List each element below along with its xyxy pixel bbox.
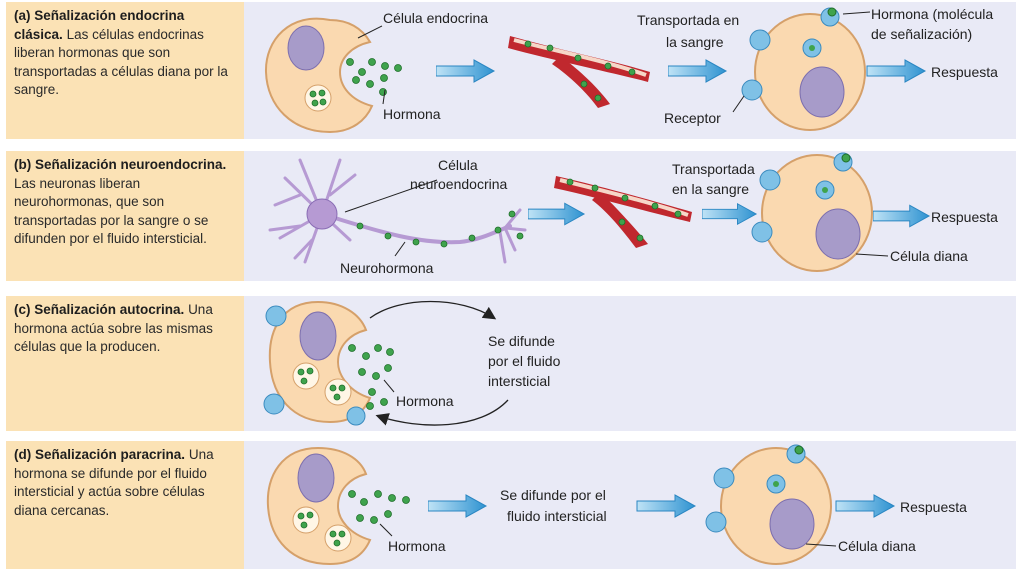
target-nucleus-b: [815, 208, 861, 260]
arrow-b3: [873, 204, 930, 228]
panel-b-title: (b) Señalización neuroendocrina.: [14, 157, 227, 172]
neuron: [268, 158, 527, 264]
label-diffuse-d: Se difunde por el: [500, 487, 606, 503]
endocrine-nucleus: [287, 25, 325, 71]
label-diffuse-c-3: intersticial: [488, 373, 550, 389]
panel-b-graphics: Célula neuroendocrina Neurohormona Trans…: [268, 152, 998, 276]
receptor-icon: [705, 511, 727, 533]
label-receptor: Receptor: [664, 110, 721, 126]
vesicle: [304, 84, 332, 112]
label-diffuse-d-2: fluido intersticial: [507, 508, 607, 524]
autocrine-nucleus: [299, 311, 337, 361]
arrow-b2: [702, 203, 757, 225]
target-cell-b: [761, 154, 873, 272]
panel-a-body: Las células endocrinas liberan hormonas …: [14, 26, 228, 98]
panel-b-description: (b) Señalización neuroendocrina. Las neu…: [6, 151, 244, 281]
vessel-hormones-a: [524, 40, 636, 102]
receptor-icon: [346, 406, 366, 426]
label-hormone-c: Hormona: [396, 393, 454, 409]
panel-c-title: (c) Señalización autocrina.: [14, 302, 185, 317]
arrow-a1: [436, 59, 495, 83]
paracrine-vesicle-hormones: [297, 511, 346, 547]
arrow-d1: [428, 494, 487, 518]
receptor-icon: [759, 169, 781, 191]
label-hormone-molecule: Hormona (molécula: [871, 6, 993, 22]
label-diffuse-c: Se difunde: [488, 333, 555, 349]
receptor-icon: [749, 29, 771, 51]
panel-d-graphics: Hormona Se difunde por el fluido interst…: [266, 444, 967, 566]
panel-a-graphics: Célula endocrina Hormona Transportada en…: [264, 6, 998, 134]
receptor-icon: [263, 393, 285, 415]
label-neurohormone: Neurohormona: [340, 260, 434, 276]
target-cell-d: [720, 447, 832, 565]
vessel-hormones-b: [566, 178, 682, 242]
panel-c-body: Una hormona actúa sobre las mismas célul…: [14, 302, 213, 354]
label-transport-a: Transportada en: [637, 12, 739, 28]
label-transport-b: Transportada: [672, 161, 755, 177]
label-transport-b-2: en la sangre: [672, 181, 749, 197]
label-hormone-a: Hormona: [383, 106, 441, 122]
receptor-icon: [713, 467, 735, 489]
arrow-d2: [636, 494, 696, 518]
panel-c-graphics: Se difunde por el fluido intersticial Ho…: [263, 300, 561, 426]
arrow-d3: [835, 494, 895, 518]
neuron-soma: [306, 198, 338, 230]
autocrine-hormones: [348, 344, 394, 410]
autocrine-arrow-back: [375, 399, 509, 426]
label-endocrine-cell: Célula endocrina: [383, 10, 488, 26]
autocrine-arrow-out: [369, 300, 497, 320]
label-hormone-molecule-2: de señalización): [871, 26, 972, 42]
panel-c: (c) Señalización autocrina. Una hormona …: [6, 296, 1016, 431]
arrow-b1: [528, 202, 585, 226]
axon-hormones: [356, 210, 524, 248]
label-target-cell-d: Célula diana: [838, 538, 916, 554]
label-neuroendocrine-cell-2: neuroendocrina: [410, 176, 508, 192]
label-response-a: Respuesta: [931, 64, 998, 80]
target-nucleus-a: [799, 66, 845, 118]
label-transport-a-2: la sangre: [666, 34, 724, 50]
panel-d-body: Una hormona se difunde por el fluido int…: [14, 447, 214, 518]
autocrine-vesicle-hormones: [297, 367, 346, 401]
receptor-icon: [265, 305, 287, 327]
panel-d-description: (d) Señalización paracrina. Una hormona …: [6, 441, 244, 569]
label-neuroendocrine-cell: Célula: [438, 157, 478, 173]
label-response-b: Respuesta: [931, 209, 998, 225]
label-hormone-d: Hormona: [388, 538, 446, 554]
released-hormones: [346, 58, 402, 96]
label-response-d: Respuesta: [900, 499, 967, 515]
panel-b-body: Las neuronas liberan neurohormonas, que …: [14, 175, 209, 247]
label-target-cell-b: Célula diana: [890, 248, 968, 264]
label-diffuse-c-2: por el fluido: [488, 353, 561, 369]
arrow-a2: [668, 59, 727, 83]
panel-a-description: (a) Señalización endocrina clásica. Las …: [6, 2, 244, 139]
vesicle-hormones: [309, 89, 327, 107]
panel-d-title: (d) Señalización paracrina.: [14, 447, 186, 462]
panel-a-title: (a) Señalización endocrina clásica.: [14, 8, 185, 42]
panel-c-description: (c) Señalización autocrina. Una hormona …: [6, 296, 244, 431]
arrow-a3: [866, 59, 926, 83]
receptor-icon: [741, 79, 763, 101]
paracrine-hormones: [348, 490, 410, 524]
target-nucleus-d: [769, 498, 815, 550]
receptor-icon: [751, 221, 773, 243]
paracrine-nucleus: [297, 453, 335, 503]
